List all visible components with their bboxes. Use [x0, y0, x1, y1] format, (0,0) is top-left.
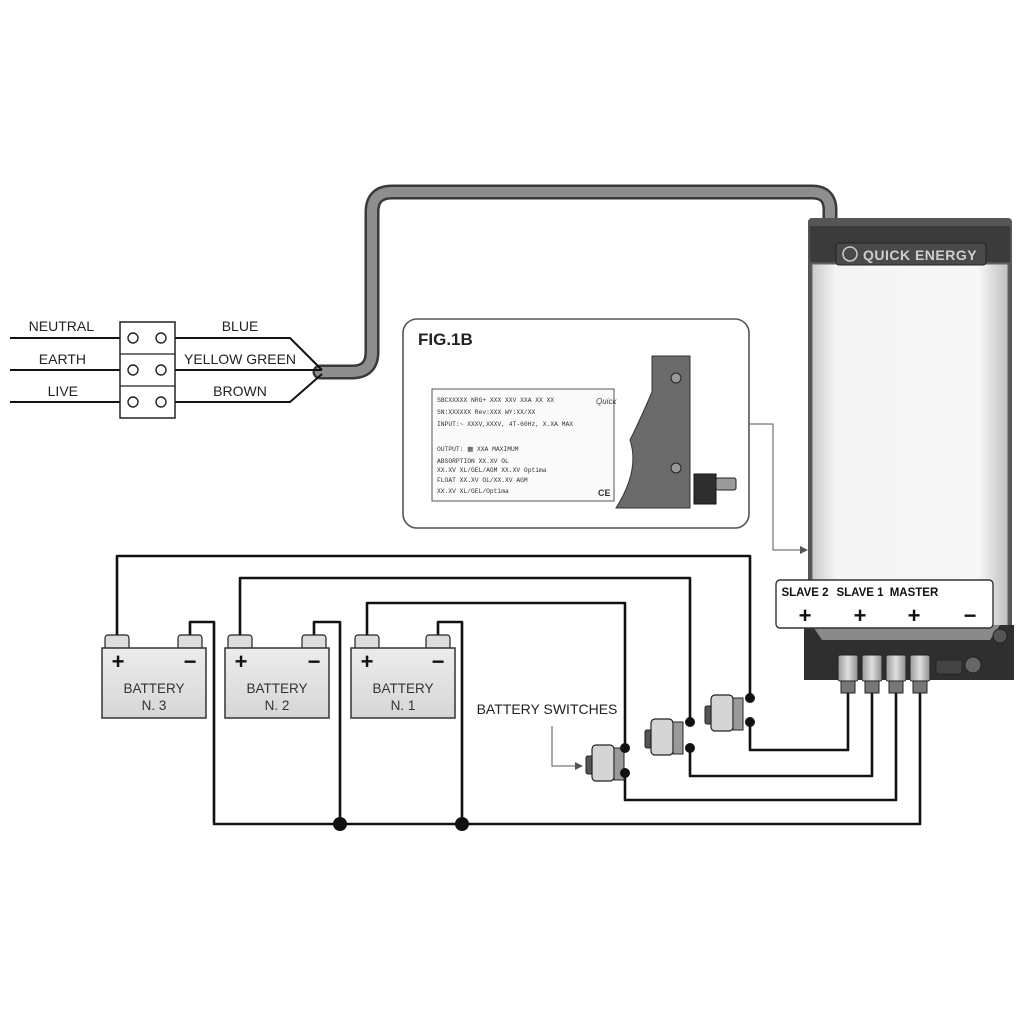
battery-switches-label: BATTERY SWITCHES	[477, 701, 618, 717]
battery-n3-plus: +	[112, 649, 125, 674]
label-line-9: XX.XV XL/GEL/Optima	[437, 488, 509, 495]
label-line-8: FLOAT XX.XV OL/XX.XV AGM	[437, 477, 528, 484]
charger-brand: QUICK ENERGY	[863, 247, 977, 263]
terminal-panel: SLAVE 2 SLAVE 1 MASTER + + + −	[775, 579, 994, 629]
switches-leader-arrow	[551, 726, 583, 770]
slave2-plus-sign: +	[799, 603, 812, 628]
battery-switch-2	[644, 717, 695, 756]
battery-n2-label: BATTERY	[246, 681, 307, 696]
battery-switch-3	[704, 693, 755, 732]
battery-n1-label: BATTERY	[372, 681, 433, 696]
figure-inset: FIG.1B SBCXXXXX NRG+ XXX XXV XXA XX XX S…	[402, 318, 750, 529]
battery-n2-minus: −	[308, 649, 321, 674]
earth-label: EARTH	[39, 351, 86, 367]
battery-n3-label: BATTERY	[123, 681, 184, 696]
label-line-5: OUTPUT: ▦ XXA MAXIMUM	[437, 446, 519, 453]
mains-wires	[10, 337, 323, 403]
slave1-plus-sign: +	[854, 603, 867, 628]
dc-wiring	[115, 554, 922, 826]
negative-junction-2	[455, 817, 469, 831]
negative-junction-1	[333, 817, 347, 831]
quick-logo: Quick	[596, 397, 617, 406]
master-plus-sign: +	[908, 603, 921, 628]
ce-mark: CE	[598, 488, 611, 498]
slave1-label: SLAVE 1	[836, 587, 884, 599]
battery-n1: + − BATTERY N. 1	[350, 634, 456, 719]
mains-cable	[312, 184, 838, 380]
battery-n3: + − BATTERY N. 3	[101, 634, 207, 719]
neutral-label: NEUTRAL	[29, 318, 95, 334]
yellow-green-label: YELLOW GREEN	[184, 351, 296, 367]
battery-n1-minus: −	[432, 649, 445, 674]
battery-n3-minus: −	[184, 649, 197, 674]
battery-n2-plus: +	[235, 649, 248, 674]
blue-label: BLUE	[222, 318, 259, 334]
batteries: + − BATTERY N. 3 + − BATTERY N. 2 + − BA…	[101, 634, 456, 719]
battery-switch-1	[585, 743, 630, 782]
battery-n1-plus: +	[361, 649, 374, 674]
battery-n2: + − BATTERY N. 2	[224, 634, 330, 719]
label-line-7: XX.XV XL/GEL/AGM XX.XV Optima	[437, 467, 547, 474]
inset-leader-arrow	[749, 423, 808, 554]
figure-title: FIG.1B	[418, 330, 473, 349]
charger-terminals	[837, 654, 982, 694]
brown-label: BROWN	[213, 383, 267, 399]
label-line-3: INPUT:~ XXXV,XXXV, 4T-60Hz, X.XA MAX	[437, 421, 573, 428]
rating-label-lines: SBCXXXXX NRG+ XXX XXV XXA XX XX SN:XXXXX…	[437, 397, 573, 495]
label-line-1: SBCXXXXX NRG+ XXX XXV XXA XX XX	[437, 397, 554, 404]
battery-n1-number: N. 1	[391, 698, 416, 713]
slave2-label: SLAVE 2	[781, 587, 828, 599]
live-label: LIVE	[48, 383, 78, 399]
battery-n3-number: N. 3	[142, 698, 167, 713]
master-label: MASTER	[890, 587, 939, 599]
label-line-6: ABSORPTION XX.XV OL	[437, 458, 509, 465]
terminal-block	[119, 321, 176, 419]
negative-sign: −	[964, 603, 977, 628]
label-line-2: SN:XXXXXX Rev:XXX WY:XX/XX	[437, 409, 535, 416]
battery-n2-number: N. 2	[265, 698, 290, 713]
